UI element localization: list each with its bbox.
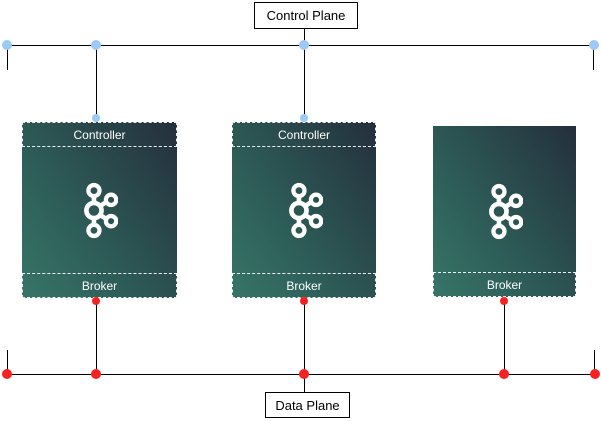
broker-port-dot-node3 (500, 297, 508, 305)
controller-section: Controller (232, 122, 376, 147)
data-plane-dot-left-edge (2, 369, 12, 379)
broker-port-dot-node1 (92, 297, 100, 305)
controller-connector-node2 (304, 45, 305, 119)
data-label-connector (304, 374, 305, 392)
kafka-node-3: Broker (429, 122, 580, 301)
control-label-connector (304, 29, 305, 45)
broker-section: Broker (22, 273, 177, 298)
data-plane-dot-right-edge (590, 369, 600, 379)
broker-port-dot-node2 (300, 297, 308, 305)
kafka-node-1: Controller Broker (18, 118, 181, 302)
data-plane-dot-node2 (299, 369, 309, 379)
control-rail-right-stub (593, 45, 594, 70)
control-plane-dot-left-edge (2, 40, 12, 50)
control-rail-left-stub (7, 45, 8, 70)
broker-connector-node1 (96, 301, 97, 374)
controller-port-dot-node2 (300, 114, 308, 122)
broker-connector-node2 (304, 301, 305, 374)
controller-connector-node1 (96, 45, 97, 119)
controller-section: Controller (22, 122, 177, 147)
control-plane-dot-right-edge (589, 40, 599, 50)
data-plane-label: Data Plane (265, 392, 350, 418)
kafka-logo-area (433, 151, 576, 272)
data-rail-right-stub (594, 350, 595, 374)
kafka-icon (486, 183, 523, 240)
broker-connector-node3 (504, 301, 505, 374)
data-plane-dot-node1 (91, 369, 101, 379)
control-plane-dot-node2 (299, 40, 309, 50)
controller-spacer (433, 126, 576, 151)
controller-port-dot-node1 (92, 114, 100, 122)
kafka-logo-area (22, 147, 177, 273)
kafka-logo-area (232, 147, 376, 273)
broker-section: Broker (232, 273, 376, 298)
control-plane-dot-node1 (91, 40, 101, 50)
kafka-node-2: Controller Broker (228, 118, 380, 302)
data-rail-left-stub (7, 350, 8, 374)
kafka-icon (81, 182, 118, 239)
broker-section: Broker (433, 272, 576, 297)
kafka-icon (286, 182, 323, 239)
data-plane-dot-node3 (499, 369, 509, 379)
control-plane-label: Control Plane (254, 2, 358, 29)
